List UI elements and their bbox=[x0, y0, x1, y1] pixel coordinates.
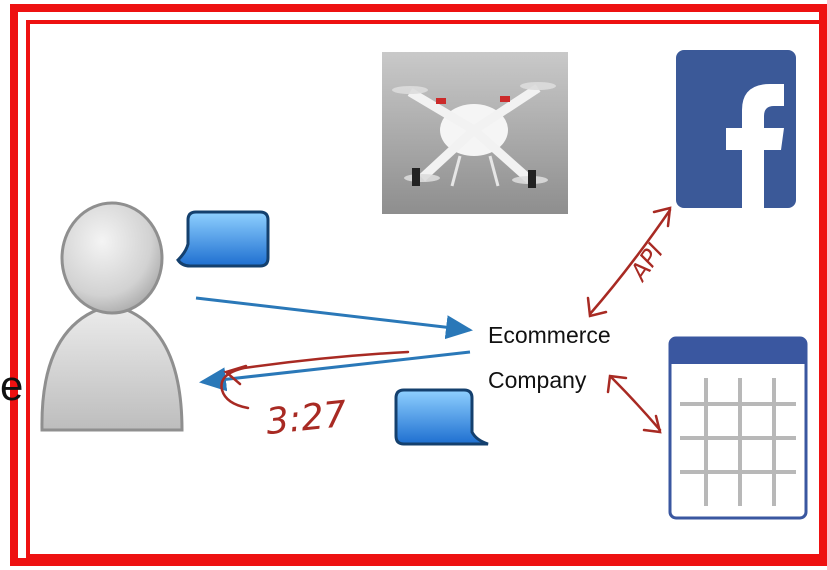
company-label-line1: Ecommerce bbox=[488, 322, 611, 348]
red-annotation-curve bbox=[220, 350, 410, 410]
speech-bubble-icon bbox=[394, 388, 489, 446]
response-arrow bbox=[199, 350, 471, 392]
speech-bubble-icon bbox=[176, 210, 270, 268]
user-avatar-icon bbox=[40, 201, 184, 432]
company-label-line2: Company bbox=[488, 367, 587, 393]
facebook-icon bbox=[676, 50, 796, 208]
drone-photo bbox=[382, 52, 568, 214]
calendar-double-arrow bbox=[606, 374, 662, 434]
handwritten-time-annotation: 3:27 bbox=[264, 393, 349, 444]
partial-edge-text: e bbox=[0, 362, 24, 409]
api-double-arrow bbox=[586, 206, 672, 318]
calendar-icon bbox=[668, 336, 808, 520]
request-arrow bbox=[195, 296, 473, 340]
inner-red-frame bbox=[26, 20, 827, 558]
